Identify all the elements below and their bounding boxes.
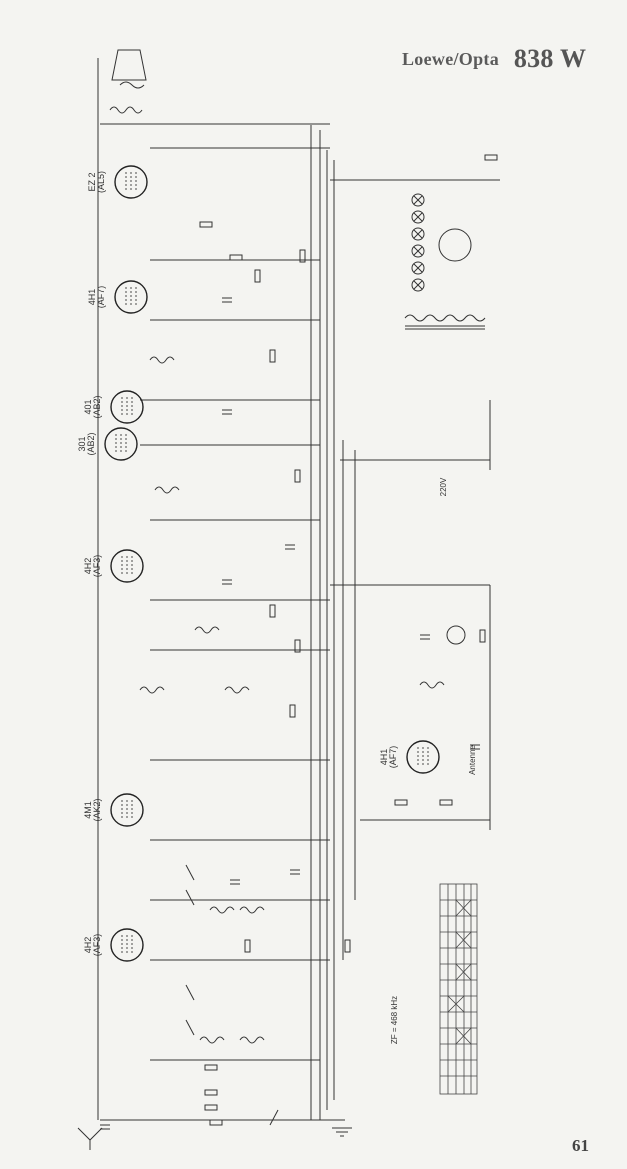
tube-label: (AF7) bbox=[388, 746, 398, 769]
coil-1 bbox=[149, 356, 175, 364]
coil-6 bbox=[209, 906, 235, 914]
vacuum-tube-af7b: 4H1(AF7) bbox=[379, 740, 440, 774]
tube-label: (AK2) bbox=[92, 798, 102, 821]
tube-label: (AB2) bbox=[92, 395, 102, 418]
coil-7 bbox=[239, 906, 265, 914]
vacuum-tube-af3b: 4H2(AF3) bbox=[83, 928, 144, 962]
page-number: 61 bbox=[572, 1136, 589, 1155]
schematic-title: Loewe/Opta 838 W bbox=[402, 44, 586, 74]
tube-label: (AF3) bbox=[92, 555, 102, 578]
vacuum-tube-ab2a: 401(AB2) bbox=[83, 390, 144, 424]
vacuum-tube-el11: EZ 2(AL5) bbox=[87, 165, 148, 199]
rectifier-tube-symbol bbox=[438, 228, 472, 262]
coil-3 bbox=[194, 626, 220, 634]
schematic-annotation: Antenne bbox=[468, 745, 477, 775]
coil-8 bbox=[199, 1036, 225, 1044]
tube-label: (AL5) bbox=[96, 171, 106, 193]
resistor-group bbox=[199, 154, 498, 1126]
wave-switch-contacts bbox=[185, 864, 279, 1126]
tube-label: 4H2 bbox=[83, 937, 93, 954]
tube-label: 4H1 bbox=[87, 289, 97, 306]
ground-symbol bbox=[332, 1127, 352, 1137]
tube-label: 401 bbox=[83, 399, 93, 414]
tube-label: (AF3) bbox=[92, 934, 102, 957]
tube-label: 4H1 bbox=[379, 749, 389, 766]
tube-label: 4M1 bbox=[83, 801, 93, 819]
coil-4 bbox=[139, 686, 165, 694]
tube-label: (AB2) bbox=[86, 432, 96, 455]
coil-10 bbox=[419, 681, 445, 689]
coil-5 bbox=[224, 686, 250, 694]
coil-2 bbox=[154, 486, 180, 494]
tube-label: 4H2 bbox=[83, 558, 93, 575]
speaker-coil bbox=[119, 81, 145, 89]
switch-position-table bbox=[439, 883, 478, 1095]
brand-name: Loewe/Opta bbox=[402, 49, 499, 69]
vacuum-tube-ab2b: 301(AB2) bbox=[77, 427, 138, 461]
schematic-annotation: 220V bbox=[439, 477, 448, 496]
vacuum-tube-af7a: 4H1(AF7) bbox=[87, 280, 148, 314]
pilot-lamp-group bbox=[411, 193, 425, 292]
output-transformer bbox=[109, 106, 143, 114]
vacuum-tube-ak2: 4M1(AK2) bbox=[83, 793, 144, 827]
mains-transformer-primary bbox=[404, 314, 486, 322]
tube-label: EZ 2 bbox=[87, 172, 97, 191]
speaker-symbol bbox=[111, 49, 147, 81]
tube-label: (AF7) bbox=[96, 286, 106, 309]
schematic-annotation: ZF = 468 kHz bbox=[390, 996, 399, 1044]
tube-label: 301 bbox=[77, 436, 87, 451]
coil-9 bbox=[239, 1036, 265, 1044]
tuning-eye-symbol bbox=[446, 625, 466, 645]
vacuum-tube-af3a: 4H2(AF3) bbox=[83, 549, 144, 583]
model-number: 838 W bbox=[513, 44, 587, 73]
antenna-symbol bbox=[77, 1127, 103, 1141]
